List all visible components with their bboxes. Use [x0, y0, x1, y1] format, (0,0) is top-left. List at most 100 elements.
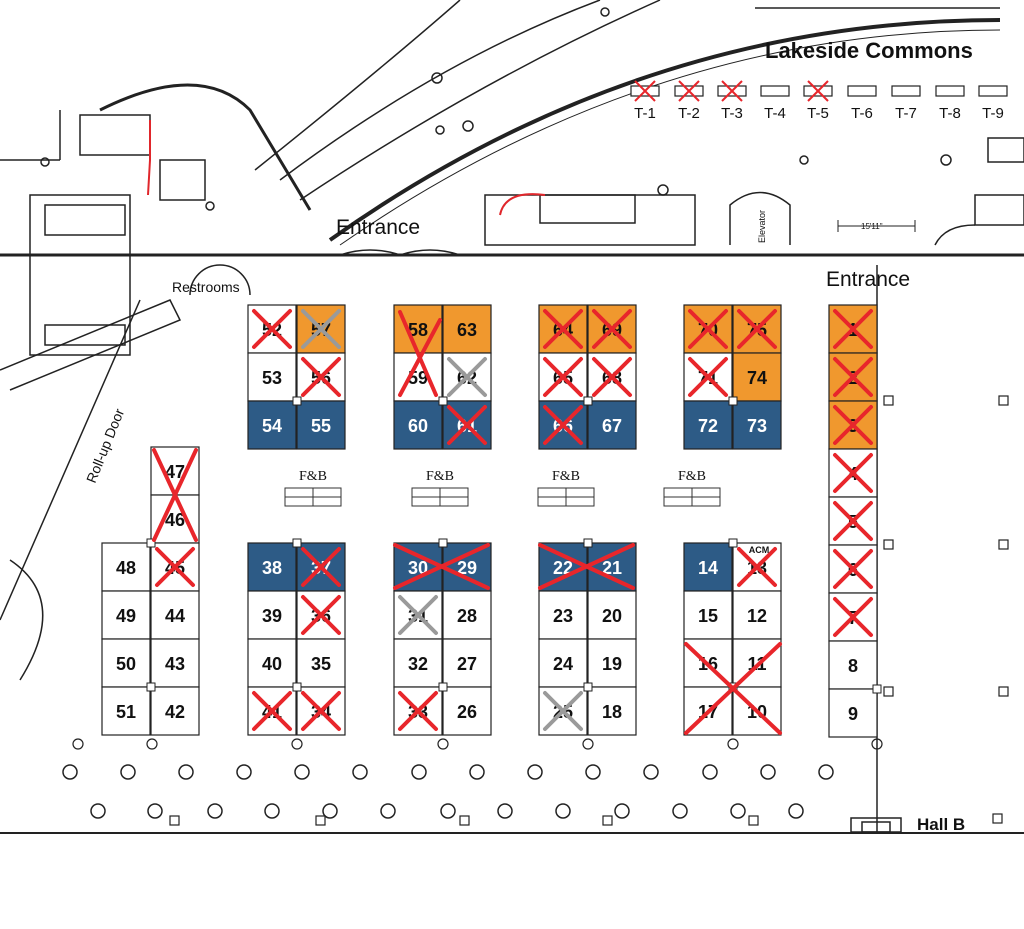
booth-61[interactable]: 61 — [442, 400, 492, 450]
booth-60[interactable]: 60 — [393, 400, 443, 450]
table-label: T-3 — [721, 105, 743, 122]
booth-33[interactable]: 33 — [393, 686, 443, 736]
booth-63[interactable]: 63 — [442, 304, 492, 354]
booth-55[interactable]: 55 — [296, 400, 346, 450]
booth-50[interactable]: 50 — [101, 638, 151, 688]
stair-2 — [159, 159, 206, 201]
table-shape — [891, 85, 921, 97]
booth-42[interactable]: 42 — [150, 686, 200, 736]
lakeside-table-t-4[interactable]: T-4 — [760, 85, 790, 122]
booth-23[interactable]: 23 — [538, 590, 588, 640]
lakeside-table-t-7[interactable]: T-7 — [891, 85, 921, 122]
booth-72[interactable]: 72 — [683, 400, 733, 450]
lakeside-table-t-3[interactable]: T-3 — [717, 80, 747, 122]
booth-12[interactable]: 12 — [732, 590, 782, 640]
booth-40[interactable]: 40 — [247, 638, 297, 688]
booth-3[interactable]: 3 — [828, 400, 878, 450]
booth-6[interactable]: 6 — [828, 544, 878, 594]
table-label: T-5 — [807, 105, 829, 122]
booth-18[interactable]: 18 — [587, 686, 637, 736]
booth-8[interactable]: 8 — [828, 640, 878, 690]
booth-41[interactable]: 41 — [247, 686, 297, 736]
booth-57[interactable]: 57 — [296, 304, 346, 354]
booth-26[interactable]: 26 — [442, 686, 492, 736]
lakeside-table-t-8[interactable]: T-8 — [935, 85, 965, 122]
lakeside-table-t-5[interactable]: T-5 — [803, 80, 833, 122]
booth-red-x-mark — [833, 405, 873, 445]
fb-station-3: F&B — [537, 469, 595, 507]
booth-15[interactable]: 15 — [683, 590, 733, 640]
booth-52[interactable]: 52 — [247, 304, 297, 354]
booth-28[interactable]: 28 — [442, 590, 492, 640]
booth-45[interactable]: 45 — [150, 542, 200, 592]
booth-13[interactable]: 13 — [732, 542, 782, 592]
booth-31[interactable]: 31 — [393, 590, 443, 640]
fb-table — [284, 487, 314, 498]
column-circle-small — [72, 738, 84, 750]
booth-68[interactable]: 68 — [587, 352, 637, 402]
booth-35[interactable]: 35 — [296, 638, 346, 688]
booth-27[interactable]: 27 — [442, 638, 492, 688]
booth-46[interactable]: 46 — [150, 494, 200, 544]
booth-number: 38 — [262, 558, 282, 578]
booth-69[interactable]: 69 — [587, 304, 637, 354]
booth-65[interactable]: 65 — [538, 352, 588, 402]
booth-20[interactable]: 20 — [587, 590, 637, 640]
booth-4[interactable]: 4 — [828, 448, 878, 498]
booth-48[interactable]: 48 — [101, 542, 151, 592]
booth-1[interactable]: 1 — [828, 304, 878, 354]
fb-table — [565, 487, 595, 498]
booth-54[interactable]: 54 — [247, 400, 297, 450]
booth-14[interactable]: 14 — [683, 542, 733, 592]
booth-47[interactable]: 47 — [150, 446, 200, 496]
booth-9[interactable]: 9 — [828, 688, 878, 738]
booth-21[interactable]: 21 — [587, 542, 637, 592]
booth-70[interactable]: 70 — [683, 304, 733, 354]
booth-32[interactable]: 32 — [393, 638, 443, 688]
booth-56[interactable]: 56 — [296, 352, 346, 402]
lakeside-table-t-1[interactable]: T-1 — [630, 80, 660, 122]
booth-cell — [101, 542, 151, 592]
booth-number: 55 — [311, 416, 331, 436]
booth-38[interactable]: 38 — [247, 542, 297, 592]
table-taken-x — [634, 80, 656, 102]
booth-19[interactable]: 19 — [587, 638, 637, 688]
upper-arc-wall-2 — [279, 0, 601, 181]
fb-station-1: F&B — [284, 469, 342, 507]
booth-73[interactable]: 73 — [732, 400, 782, 450]
booth-49[interactable]: 49 — [101, 590, 151, 640]
booth-51[interactable]: 51 — [101, 686, 151, 736]
booth-44[interactable]: 44 — [150, 590, 200, 640]
booth-43[interactable]: 43 — [150, 638, 200, 688]
booth-24[interactable]: 24 — [538, 638, 588, 688]
booth-64[interactable]: 64 — [538, 304, 588, 354]
booth-37[interactable]: 37 — [296, 542, 346, 592]
booth-25[interactable]: 25 — [538, 686, 588, 736]
booth-red-x-mark — [833, 453, 873, 493]
booth-75[interactable]: 75 — [732, 304, 782, 354]
booth-36[interactable]: 36 — [296, 590, 346, 640]
booth-62[interactable]: 62 — [442, 352, 492, 402]
booth-39[interactable]: 39 — [247, 590, 297, 640]
booth-5[interactable]: 5 — [828, 496, 878, 546]
lakeside-table-t-2[interactable]: T-2 — [674, 80, 704, 122]
booth-66[interactable]: 66 — [538, 400, 588, 450]
lakeside-table-t-9[interactable]: T-9 — [978, 85, 1008, 122]
booth-2[interactable]: 2 — [828, 352, 878, 402]
booth-74[interactable]: 74 — [732, 352, 782, 402]
lakeside-table-t-6[interactable]: T-6 — [847, 85, 877, 122]
booth-number: 58 — [408, 320, 428, 340]
booth-number: 27 — [457, 654, 477, 674]
booth-34[interactable]: 34 — [296, 686, 346, 736]
table-label: T-2 — [678, 105, 700, 122]
east-stair-2 — [987, 137, 1024, 163]
column-markers-top — [40, 7, 952, 211]
column-square — [883, 539, 894, 550]
rollup-door-label: Roll-up Door — [83, 406, 127, 485]
booth-67[interactable]: 67 — [587, 400, 637, 450]
booth-29[interactable]: 29 — [442, 542, 492, 592]
booth-53[interactable]: 53 — [247, 352, 297, 402]
booth-7[interactable]: 7 — [828, 592, 878, 642]
booth-71[interactable]: 71 — [683, 352, 733, 402]
booth-number: 46 — [165, 510, 185, 530]
